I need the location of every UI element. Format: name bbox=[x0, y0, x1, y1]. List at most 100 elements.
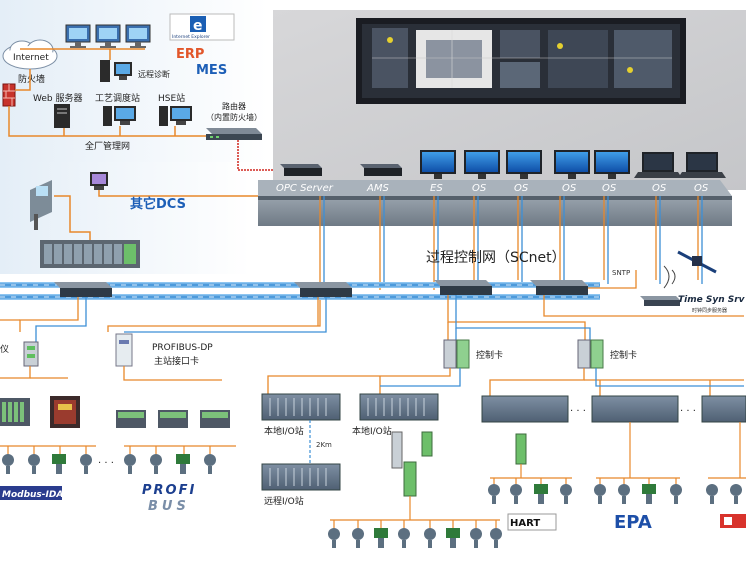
other-dcs-label: 其它DCS bbox=[130, 196, 186, 212]
time-sync-server-icon bbox=[640, 296, 680, 306]
time-syn-label: Time Syn Srv bbox=[678, 295, 746, 305]
other-dcs-pc-icon bbox=[90, 172, 108, 190]
field-device-lines-left bbox=[0, 445, 236, 454]
hse-station-icon bbox=[159, 106, 192, 126]
profibus-slave-modules-group bbox=[116, 410, 230, 428]
os-laptop-icon bbox=[678, 152, 726, 178]
epa-logo: EPA bbox=[614, 512, 652, 533]
profibus-logo-text: PROFI bbox=[142, 483, 196, 498]
os-label-5: OS bbox=[652, 183, 667, 194]
console-drop-lines-orange bbox=[107, 196, 699, 332]
field-instruments-row-left bbox=[2, 454, 216, 474]
operator-desk-top bbox=[258, 180, 732, 196]
local-io-station-1-icon bbox=[261, 393, 341, 421]
firewall-icon bbox=[2, 83, 16, 107]
console-labels: OPC Server AMS ES OS OS OS OS OS OS bbox=[276, 183, 709, 194]
control-card-label-1: 控制卡 bbox=[476, 349, 503, 361]
ie-logo-text: Internet Explorer bbox=[172, 34, 210, 40]
firewall-label: 防火墙 bbox=[18, 73, 45, 85]
third-party-fieldbus-logo bbox=[720, 514, 746, 528]
process-dispatch-station-icon bbox=[103, 106, 136, 126]
hart-logo-text: HART bbox=[510, 518, 540, 529]
router-label: 路由器 bbox=[222, 101, 246, 111]
profibus-master-label: 主站接口卡 bbox=[154, 355, 199, 367]
remote-diagnosis-pc-icon bbox=[100, 60, 132, 82]
top-workstations-group bbox=[65, 24, 151, 48]
hse-station-label: HSE站 bbox=[158, 92, 185, 104]
io-rack-group-right bbox=[481, 395, 746, 423]
other-dcs-console-icon bbox=[30, 180, 52, 230]
svg-text:e: e bbox=[193, 18, 203, 34]
hart-logo: HART bbox=[507, 513, 557, 531]
control-card-icon bbox=[443, 339, 470, 369]
modbus-io-rack-icon bbox=[0, 398, 30, 426]
local-io-label-2: 本地I/O站 bbox=[352, 425, 392, 437]
es-label: ES bbox=[430, 183, 443, 194]
os-monitor-icon bbox=[506, 150, 542, 179]
instrument-fragment-label: 仪 bbox=[0, 344, 9, 355]
modbus-logo-text: Modbus-IDA bbox=[2, 490, 63, 500]
ellipsis-1: · · · bbox=[570, 406, 586, 417]
field-device-lines-bottom bbox=[330, 496, 500, 528]
monitor-icon bbox=[125, 24, 151, 48]
os-monitor-icon bbox=[464, 150, 500, 179]
field-lines-blue bbox=[35, 295, 591, 342]
os-laptop-icon bbox=[634, 152, 682, 178]
scnet-label: 过程控制网（SCnet） bbox=[426, 250, 566, 266]
local-io-station-2-icon bbox=[359, 393, 439, 421]
profibus-dp-master-card-icon bbox=[115, 333, 133, 367]
os-monitor-icon bbox=[594, 150, 630, 179]
epa-logo-text: EPA bbox=[614, 512, 652, 533]
io-terminal-board-icon bbox=[391, 431, 433, 497]
os-label-2: OS bbox=[514, 183, 529, 194]
operator-desk-front bbox=[258, 196, 732, 226]
opc-server-icon bbox=[280, 164, 322, 176]
network-switch-icon bbox=[54, 282, 112, 297]
ellipsis-2: · · · bbox=[680, 406, 696, 417]
router-sub-label: （内置防火墙） bbox=[206, 112, 262, 122]
profibus-logo: PROFI BUS bbox=[142, 483, 196, 514]
field-device-lines-right bbox=[490, 422, 746, 484]
os-monitor-icon bbox=[554, 150, 590, 179]
plant-network-label: 全厂管理网 bbox=[85, 140, 130, 152]
sntp-line bbox=[588, 270, 637, 289]
network-switch-icon bbox=[294, 282, 352, 297]
internet-explorer-logo-icon: e Internet Explorer bbox=[169, 13, 235, 41]
left-gateway-module-icon bbox=[23, 341, 39, 367]
io-bus-lines-blue bbox=[380, 368, 744, 387]
control-card-icon bbox=[577, 339, 604, 369]
ams-server-icon bbox=[360, 164, 402, 176]
hart-io-terminal-icon bbox=[515, 433, 527, 465]
internet-label: Internet bbox=[13, 53, 49, 63]
field-lines-orange bbox=[0, 295, 744, 340]
web-server-label: Web 服务器 bbox=[33, 92, 82, 104]
process-dispatch-station-label: 工艺调度站 bbox=[95, 92, 140, 104]
operator-desk-edge bbox=[258, 196, 732, 200]
mes-label: MES bbox=[196, 63, 227, 78]
erp-label: ERP bbox=[176, 47, 204, 62]
monitor-icon bbox=[95, 24, 121, 48]
remote-diagnosis-label: 远程诊断 bbox=[138, 69, 170, 79]
management-network-lines bbox=[8, 48, 248, 137]
console-drop-lines-blue bbox=[323, 196, 703, 284]
other-dcs-lines bbox=[54, 190, 262, 240]
opc-server-label: OPC Server bbox=[276, 183, 334, 194]
os-label-1: OS bbox=[472, 183, 487, 194]
third-party-controller-icon bbox=[50, 396, 80, 428]
os-label-4: OS bbox=[602, 183, 617, 194]
network-switch-icon bbox=[530, 280, 588, 295]
os-label-6: OS bbox=[694, 183, 709, 194]
control-card-label-2: 控制卡 bbox=[610, 349, 637, 361]
remote-io-label: 远程I/O站 bbox=[264, 495, 304, 507]
modbus-ida-logo: Modbus-IDA bbox=[0, 486, 63, 500]
web-server-icon bbox=[54, 104, 70, 128]
profibus-dp-label: PROFIBUS-DP bbox=[152, 343, 213, 353]
field-instruments-row-bottom bbox=[328, 528, 502, 548]
io-bus-lines-orange bbox=[0, 366, 744, 396]
remote-io-station-icon bbox=[261, 463, 341, 491]
profibus-logo-text-2: BUS bbox=[148, 499, 190, 514]
distance-label: 2Km bbox=[316, 441, 332, 449]
ams-label: AMS bbox=[366, 183, 389, 194]
mimic-display-board bbox=[356, 18, 686, 104]
